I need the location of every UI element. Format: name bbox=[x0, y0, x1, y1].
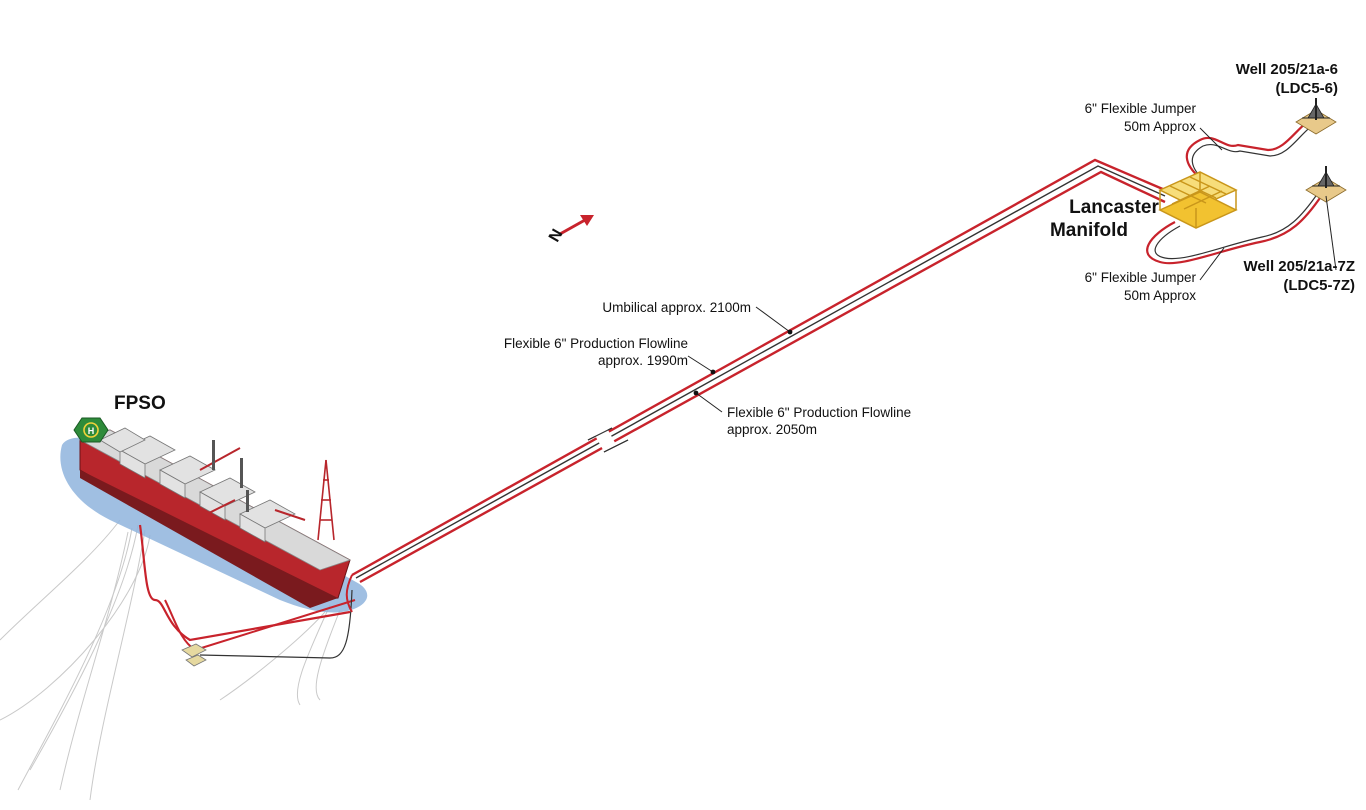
north-arrow-icon: N bbox=[546, 215, 594, 245]
flowline1-label-line1: Flexible 6" Production Flowline bbox=[504, 336, 688, 351]
jumper-to-well-2 bbox=[1146, 192, 1323, 265]
well1-label-line1: Well 205/21a-6 bbox=[1236, 61, 1338, 78]
jumper2-label-line2: 50m Approx bbox=[1124, 288, 1196, 303]
flowline2-label-line1: Flexible 6" Production Flowline bbox=[727, 405, 911, 420]
helipad-icon: H bbox=[73, 417, 109, 443]
fpso-label: FPSO bbox=[114, 393, 166, 414]
flowline1-label-line2: approx. 1990m bbox=[598, 353, 688, 368]
manifold-label-line1: Lancaster bbox=[1069, 197, 1159, 218]
main-flowline-bundle bbox=[345, 158, 1166, 613]
wellhead-icon bbox=[1305, 166, 1347, 203]
well1-label-line2: (LDC5-6) bbox=[1276, 80, 1339, 97]
production-flowline-2 bbox=[359, 170, 1166, 584]
jumper1-label-line2: 50m Approx bbox=[1124, 119, 1196, 134]
jumper-to-well-1 bbox=[1185, 117, 1315, 182]
jumper1-label-line1: 6" Flexible Jumper bbox=[1085, 101, 1197, 116]
riser-base-structure bbox=[181, 643, 207, 667]
manifold-icon bbox=[1158, 171, 1238, 229]
flowline2-label-line2: approx. 2050m bbox=[727, 422, 817, 437]
wellhead-icon bbox=[1295, 98, 1337, 135]
manifold-label-line2: Manifold bbox=[1050, 220, 1128, 241]
jumper2-label-line1: 6" Flexible Jumper bbox=[1085, 270, 1197, 285]
leader-dots bbox=[693, 329, 793, 396]
helipad-letter: H bbox=[88, 426, 95, 436]
umbilical-label: Umbilical approx. 2100m bbox=[602, 300, 751, 315]
line-break-marker bbox=[587, 427, 629, 453]
north-label: N bbox=[546, 226, 567, 245]
well2-label-line1: Well 205/21a-7Z bbox=[1244, 258, 1355, 275]
leader-lines bbox=[687, 127, 1337, 413]
fpso-vessel-icon bbox=[78, 427, 352, 608]
well2-label-line2: (LDC5-7Z) bbox=[1283, 277, 1355, 294]
